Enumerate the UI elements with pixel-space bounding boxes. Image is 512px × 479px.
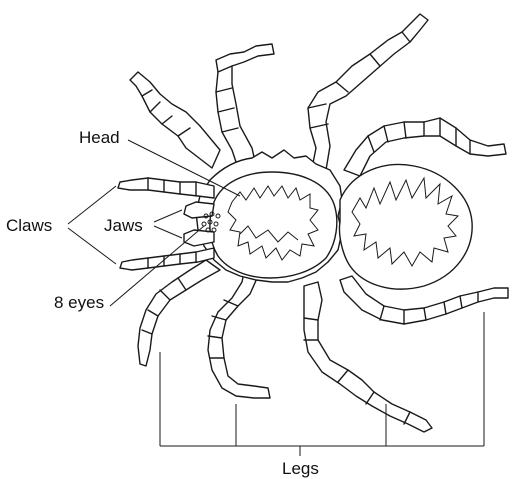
label-legs: Legs: [282, 459, 319, 478]
jaw-upper: [184, 202, 214, 218]
body-group: [118, 150, 472, 289]
claw-upper: [118, 178, 214, 198]
abdomen: [339, 164, 472, 289]
leg-upper-left-inner: [216, 44, 274, 168]
label-claws: Claws: [6, 216, 52, 235]
leg-upper-left-outer: [130, 72, 220, 168]
label-eyes: 8 eyes: [54, 293, 104, 312]
head-shield: [210, 172, 337, 278]
leg-upper-right-inner: [344, 118, 506, 176]
jaw-lower: [184, 230, 214, 246]
leg-lower-left-inner: [208, 272, 270, 398]
label-jaws: Jaws: [104, 216, 143, 235]
label-head: Head: [79, 128, 120, 147]
